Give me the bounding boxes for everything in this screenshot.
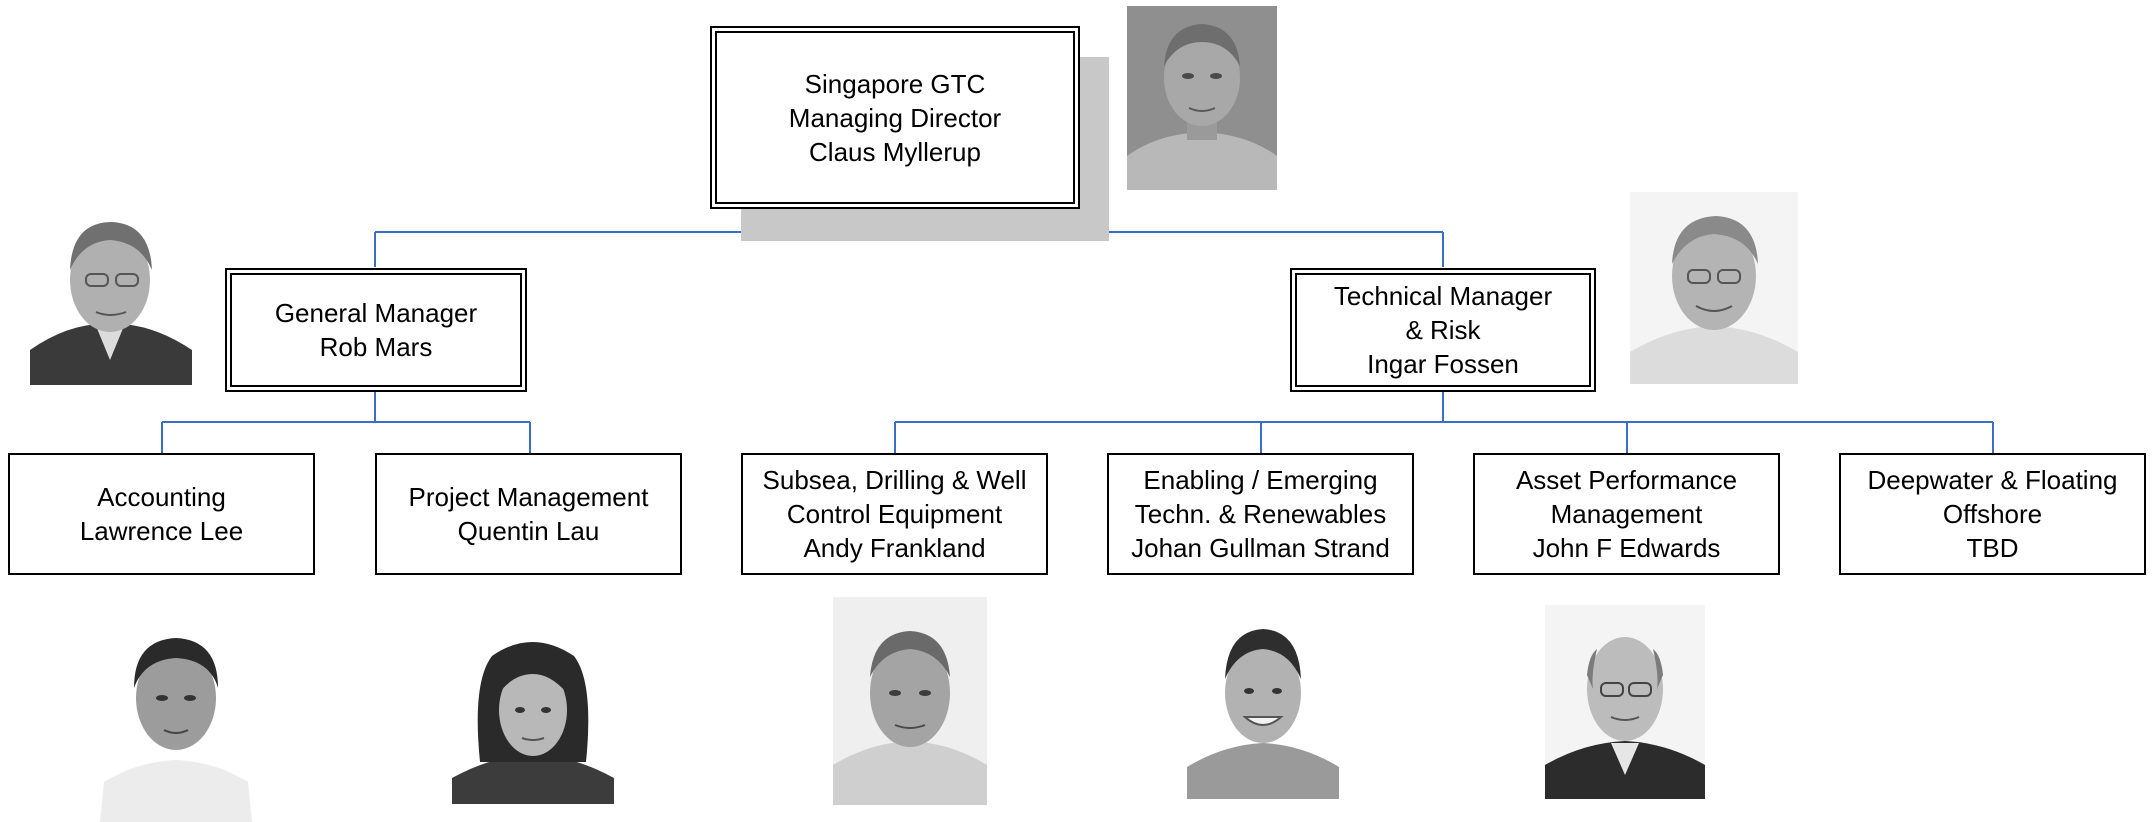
box-line: Control Equipment <box>786 499 1003 529</box>
box-line: & Risk <box>1405 315 1481 345</box>
accounting-box: Accounting Lawrence Lee <box>8 453 315 575</box>
box-line: Technical Manager <box>1333 281 1553 311</box>
ingar-fossen-photo <box>1630 192 1798 384</box>
managing-director-box: Singapore GTC Managing Director Claus My… <box>710 26 1080 209</box>
enabling-emerging-box: Enabling / Emerging Techn. & Renewables … <box>1107 453 1414 575</box>
box-line: General Manager <box>274 298 478 328</box>
box-line: Ingar Fossen <box>1367 349 1519 379</box>
lawrence-lee-photo <box>90 602 262 822</box>
box-line: Management <box>1550 499 1703 529</box>
box-line: John F Edwards <box>1532 533 1721 563</box>
box-line: Rob Mars <box>319 332 433 362</box>
box-line: Asset Performance <box>1515 465 1738 495</box>
deepwater-floating-box: Deepwater & Floating Offshore TBD <box>1839 453 2146 575</box>
box-line: Quentin Lau <box>457 516 600 546</box>
box-line: Managing Director <box>788 102 1002 133</box>
box-line: Johan Gullman Strand <box>1131 533 1390 563</box>
claus-myllerup-photo <box>1127 6 1277 190</box>
box-line: Lawrence Lee <box>79 516 244 546</box>
box-line: Enabling / Emerging <box>1143 465 1378 495</box>
box-line: Subsea, Drilling & Well <box>762 465 1027 495</box>
subsea-drilling-box: Subsea, Drilling & Well Control Equipmen… <box>741 453 1048 575</box>
general-manager-box: General Manager Rob Mars <box>225 268 527 392</box>
andy-frankland-photo <box>833 597 987 805</box>
quentin-lau-photo <box>452 622 614 804</box>
rob-mars-photo <box>30 200 192 385</box>
project-management-box: Project Management Quentin Lau <box>375 453 682 575</box>
box-line: Techn. & Renewables <box>1134 499 1387 529</box>
johan-gullman-strand-photo <box>1187 605 1339 799</box>
asset-performance-box: Asset Performance Management John F Edwa… <box>1473 453 1780 575</box>
box-line: Deepwater & Floating <box>1867 465 2118 495</box>
technical-manager-box: Technical Manager & Risk Ingar Fossen <box>1290 268 1596 392</box>
box-line: Andy Frankland <box>803 533 986 563</box>
box-line: TBD <box>1966 533 2019 563</box>
box-line: Offshore <box>1942 499 2043 529</box>
box-line: Singapore GTC <box>804 68 986 99</box>
box-line: Project Management <box>408 482 649 512</box>
box-line: Accounting <box>97 482 226 512</box>
john-f-edwards-photo <box>1545 605 1705 799</box>
box-line: Claus Myllerup <box>809 136 981 167</box>
